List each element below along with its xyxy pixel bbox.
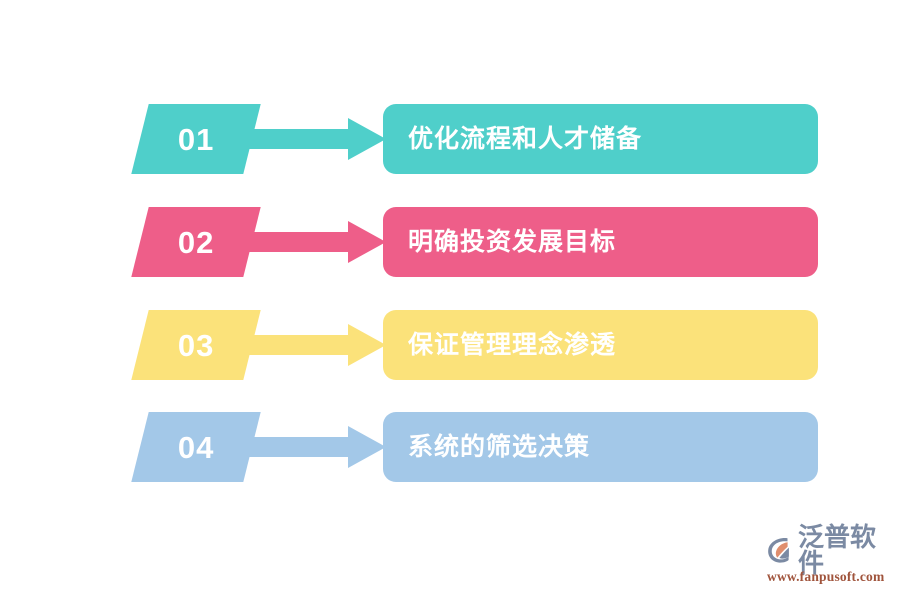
arrow-icon — [248, 118, 386, 160]
step-number-badge: 03 — [131, 310, 261, 380]
brand-logo-top: 泛普软件 — [765, 524, 895, 576]
step-text-label: 明确投资发展目标 — [408, 227, 617, 256]
step-text-label: 优化流程和人才储备 — [408, 124, 643, 153]
step-number-label: 03 — [177, 327, 215, 363]
step-text-box: 明确投资发展目标 — [383, 207, 818, 277]
fanpu-logo-icon — [765, 535, 795, 565]
step-text-label: 保证管理理念渗透 — [408, 330, 617, 359]
step-text-box: 保证管理理念渗透 — [383, 310, 818, 380]
step-text-box: 优化流程和人才储备 — [383, 104, 818, 174]
step-text-box: 系统的筛选决策 — [383, 412, 818, 482]
arrow-icon — [248, 221, 386, 263]
step-row: 03 保证管理理念渗透 — [0, 310, 900, 382]
brand-url: www.fanpusoft.com — [767, 569, 885, 584]
brand-name: 泛普软件 — [798, 522, 877, 578]
step-number-label: 04 — [177, 429, 215, 465]
arrow-icon — [248, 324, 386, 366]
step-number-badge: 01 — [131, 104, 261, 174]
step-row: 01 优化流程和人才储备 — [0, 104, 900, 176]
step-text-label: 系统的筛选决策 — [408, 432, 591, 461]
step-row: 02 明确投资发展目标 — [0, 207, 900, 279]
arrow-icon — [248, 426, 386, 468]
step-row: 04 系统的筛选决策 — [0, 412, 900, 484]
step-number-label: 01 — [177, 121, 215, 157]
brand-logo: 泛普软件 www.fanpusoft.com — [765, 524, 895, 586]
step-number-badge: 04 — [131, 412, 261, 482]
step-number-label: 02 — [177, 224, 215, 260]
step-number-badge: 02 — [131, 207, 261, 277]
